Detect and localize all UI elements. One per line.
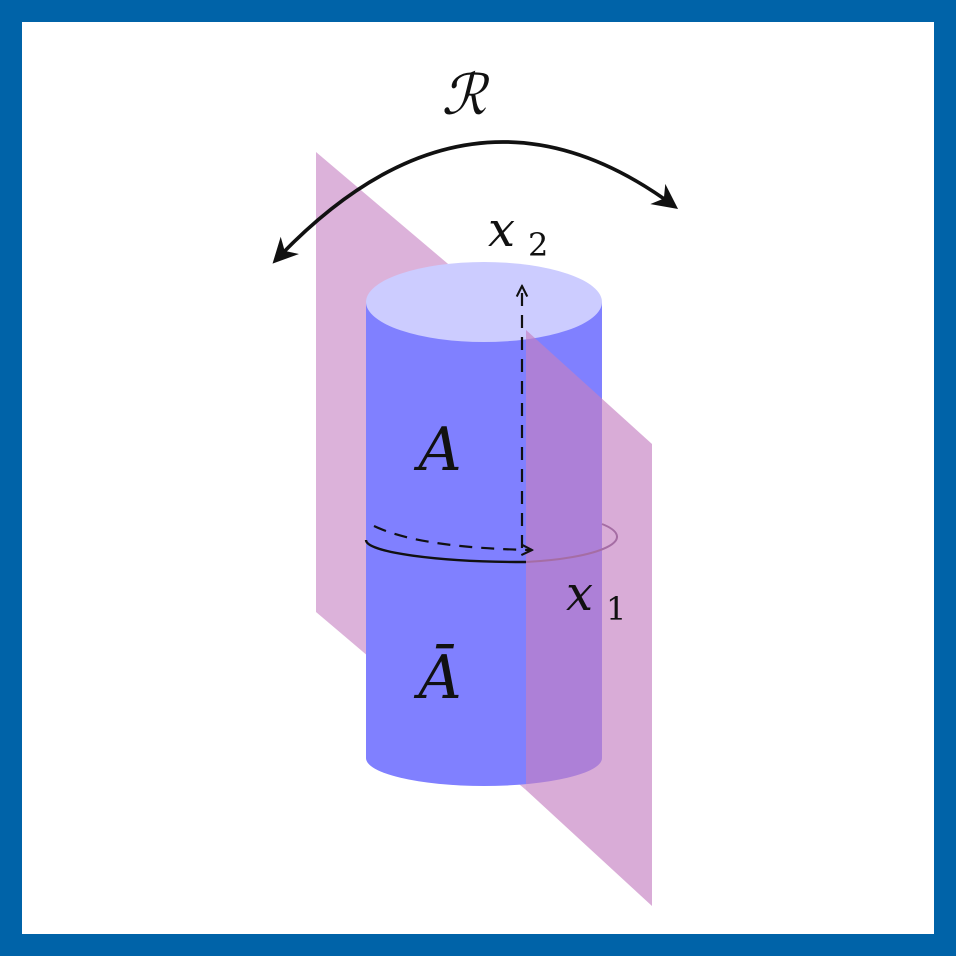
rotation-arrow — [272, 140, 679, 264]
region-a-bar-label: Ā — [413, 643, 461, 713]
cylinder-top-face — [366, 262, 602, 342]
x2-axis-label: x 2 — [488, 202, 548, 264]
x2-label-main: x — [488, 202, 515, 258]
region-a-label: A — [413, 415, 461, 485]
x1-label-main: x — [566, 566, 593, 622]
x1-axis-label: x 1 — [566, 566, 626, 628]
rotation-label: ℛ — [442, 63, 490, 128]
region-boundary-front — [364, 539, 527, 564]
x2-label-subscript: 2 — [528, 226, 548, 264]
x1-axis-dashed — [373, 525, 532, 550]
x1-label-subscript: 1 — [606, 590, 626, 628]
plane-front — [526, 330, 652, 906]
